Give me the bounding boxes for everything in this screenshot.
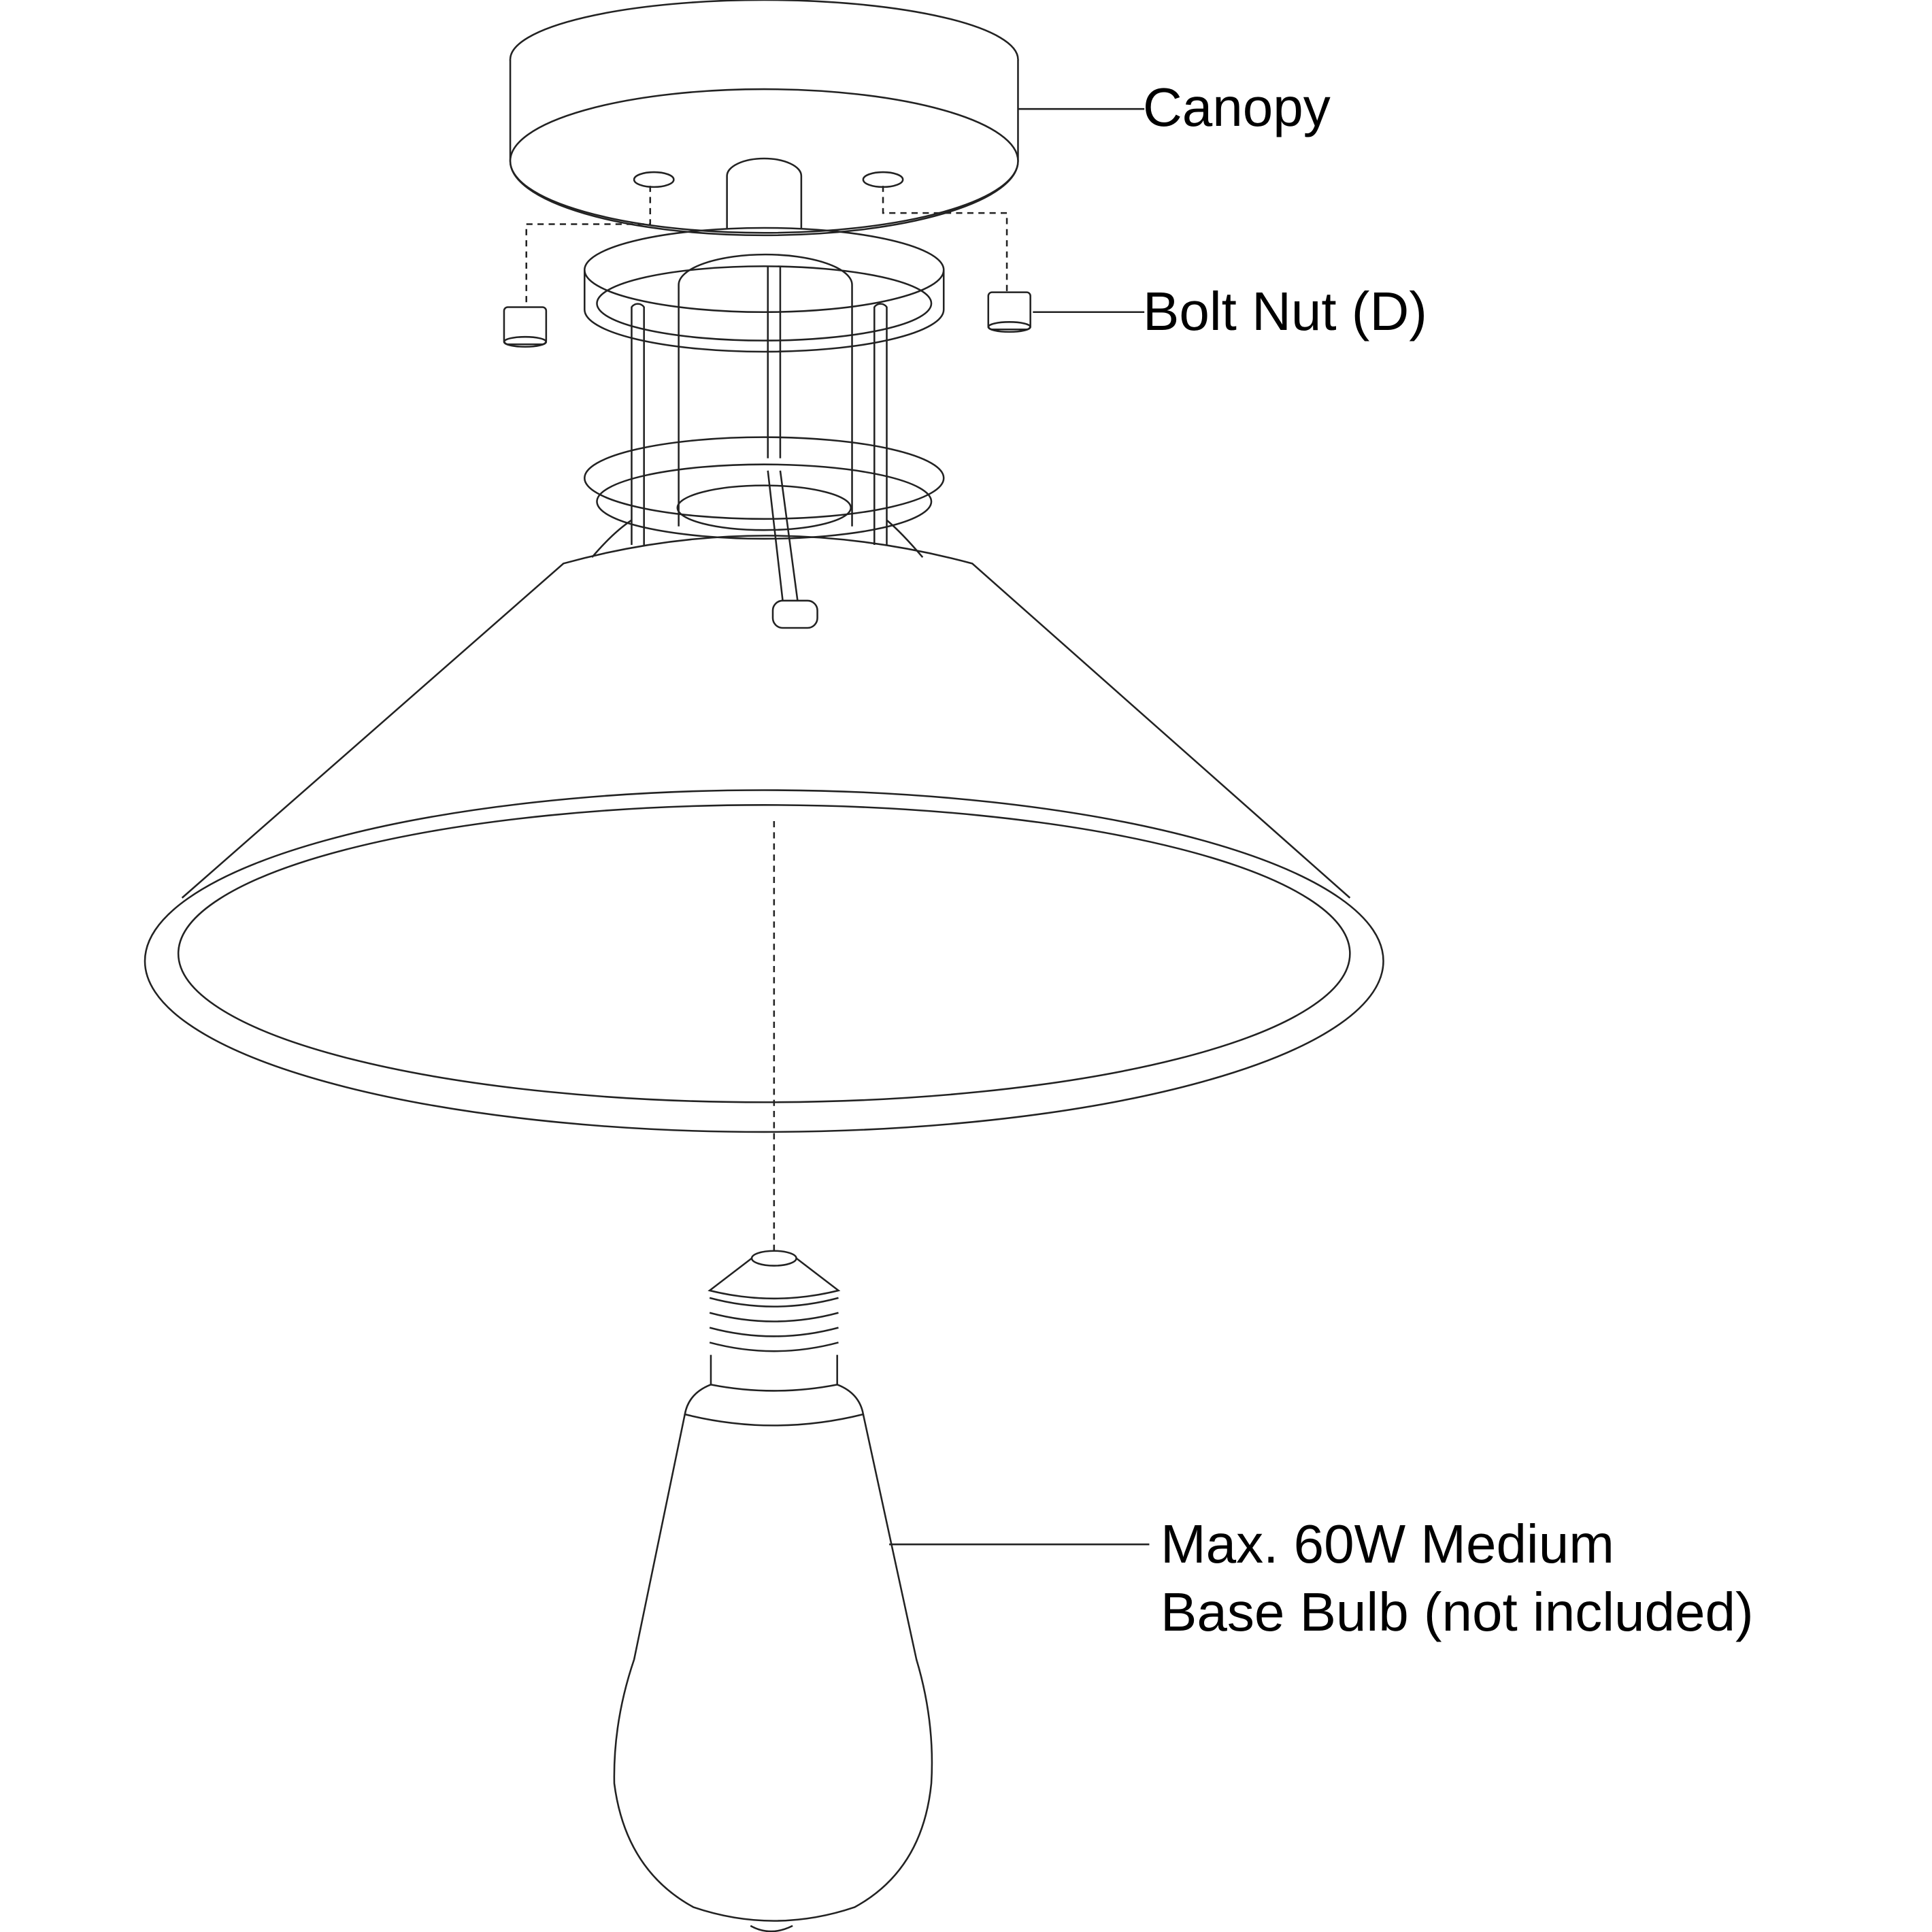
bolt-guides (525, 186, 1008, 1254)
bolt-nut-label: Bolt Nut (D) (1143, 281, 1427, 342)
socket-cage (584, 253, 945, 601)
canopy-label: Canopy (1143, 77, 1331, 137)
bulb-label: Max. 60W Medium Base Bulb (not included) (1161, 1510, 1754, 1646)
bolt-nut-left (503, 306, 548, 348)
bulb-label-line-2: Base Bulb (not included) (1161, 1582, 1754, 1642)
mounting-ring (584, 227, 945, 353)
bolt-nut-right (987, 291, 1031, 333)
canopy (509, 0, 1019, 237)
bulb-label-line-1: Max. 60W Medium (1161, 1514, 1614, 1574)
cone-shade (144, 535, 1384, 1133)
bulb (613, 1250, 933, 1932)
leader-lines (889, 107, 1150, 1546)
